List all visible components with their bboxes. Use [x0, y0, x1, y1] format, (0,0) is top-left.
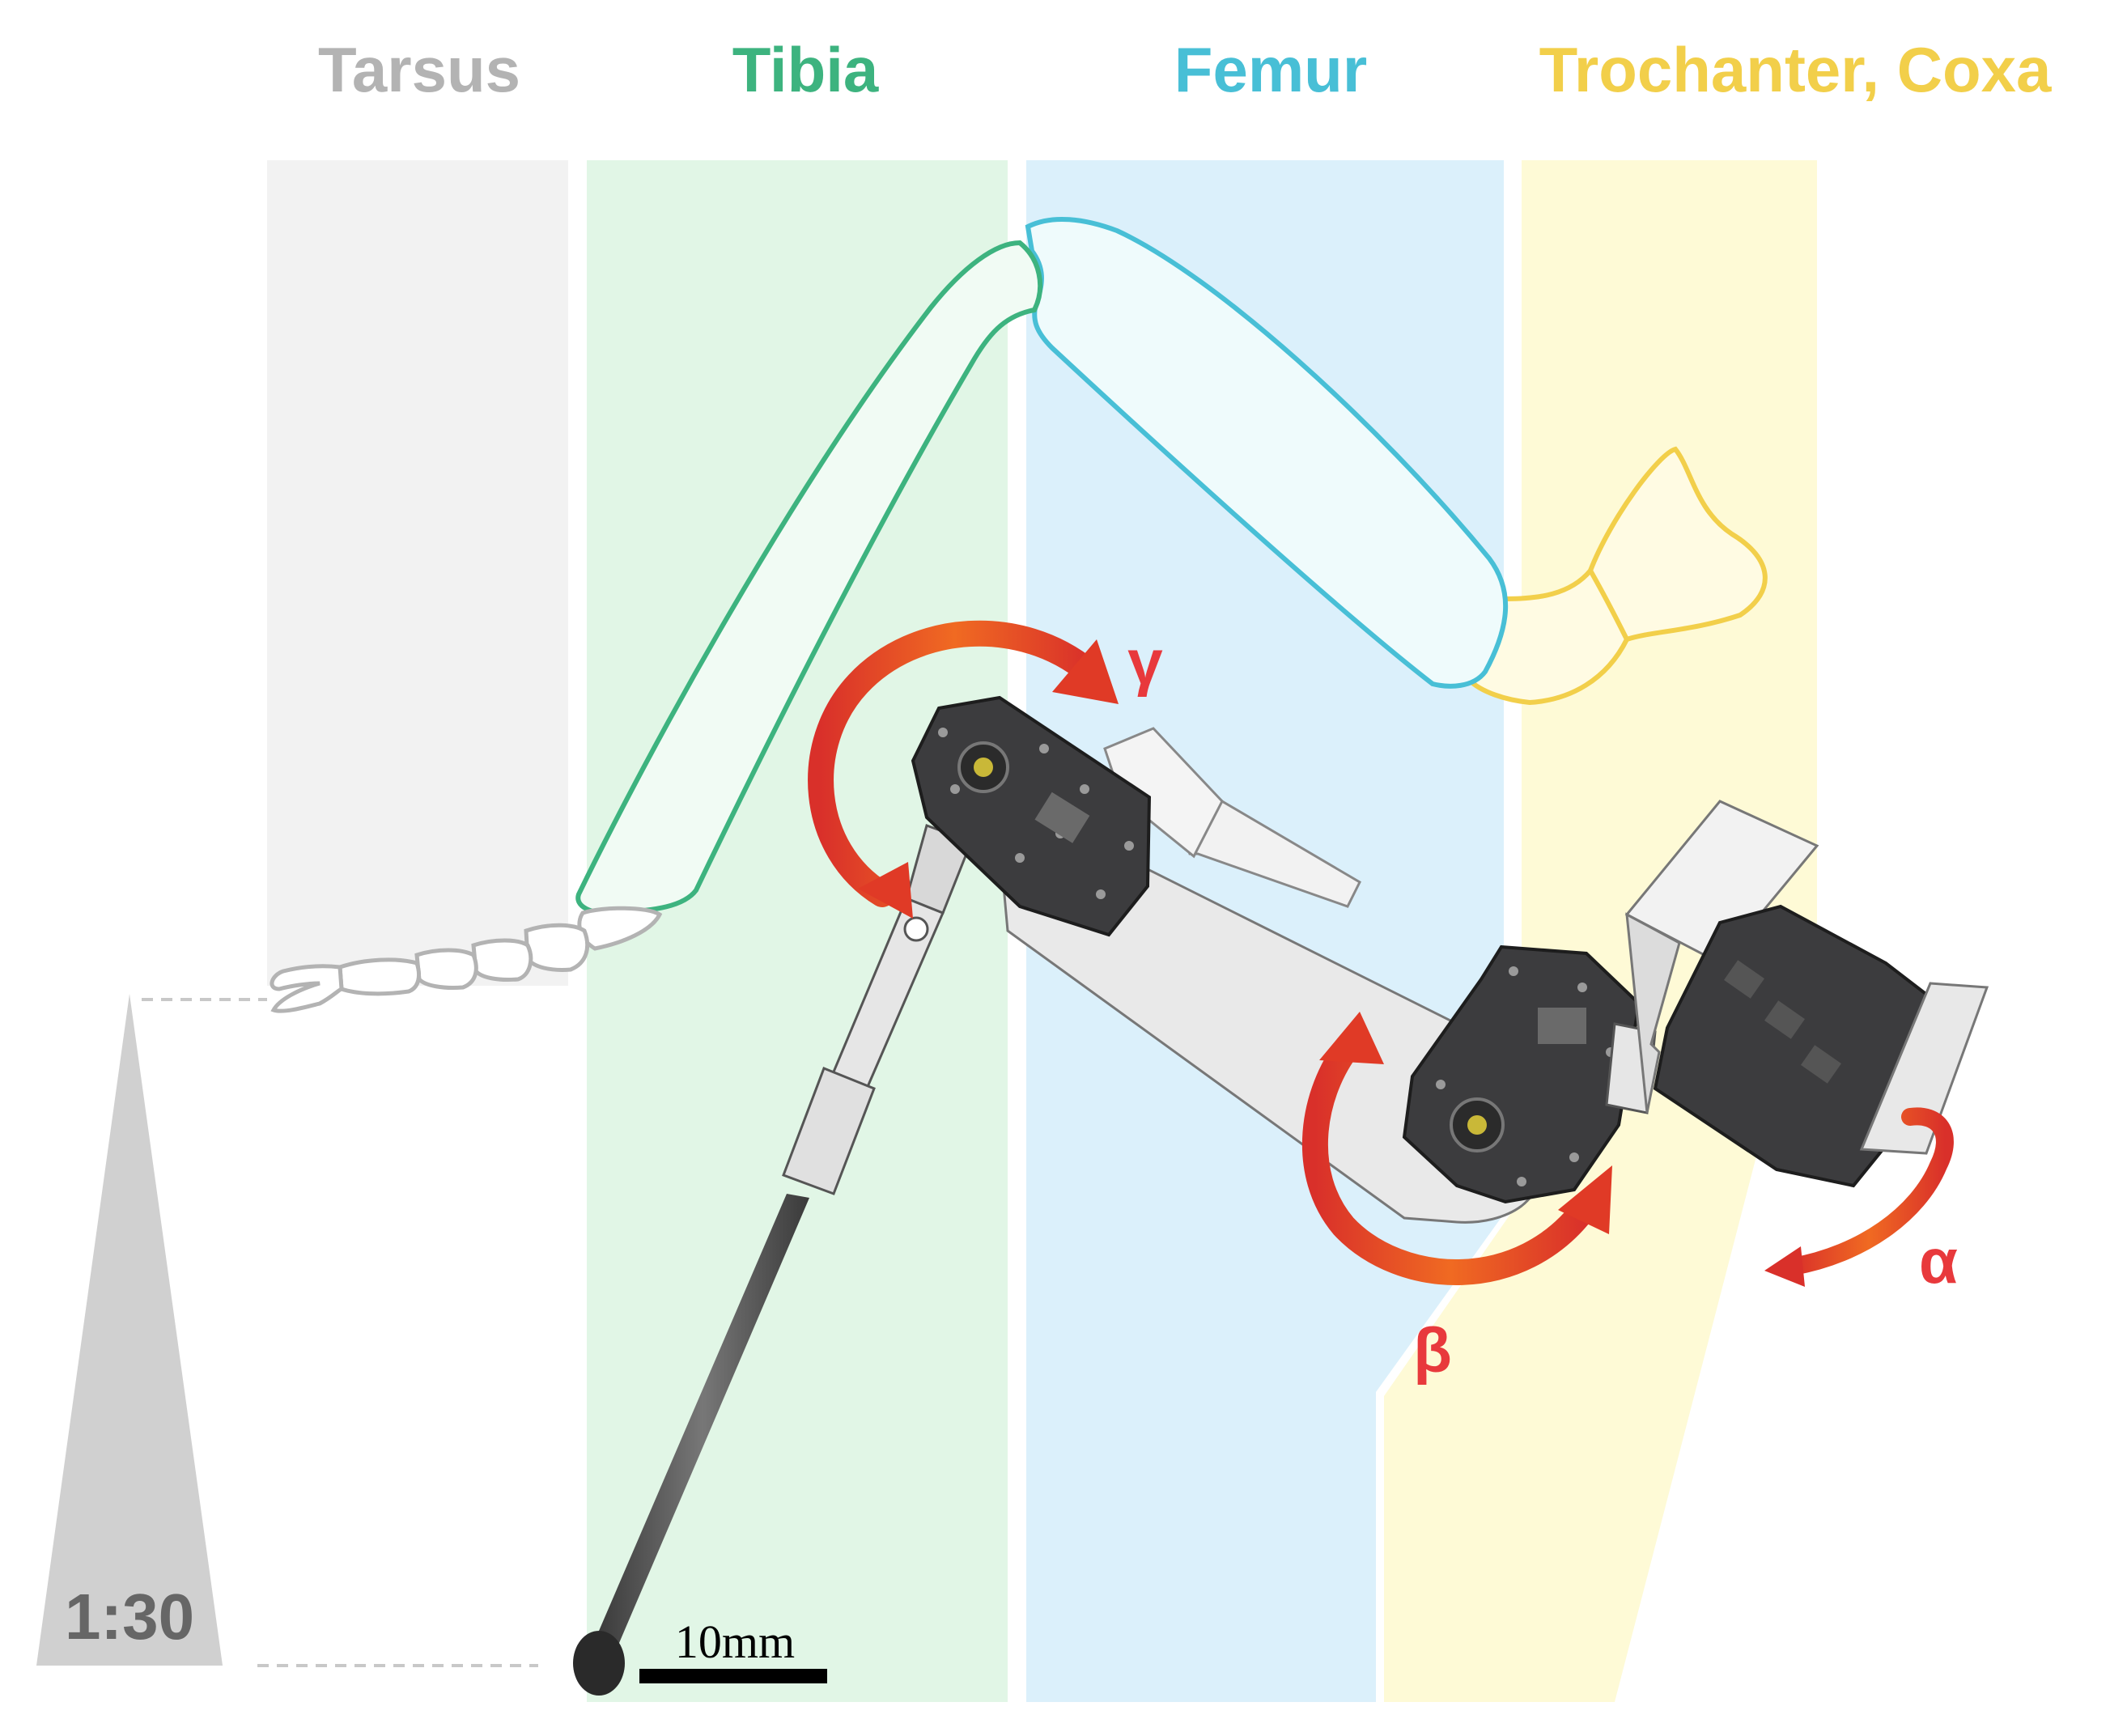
- alpha-arrow-head: [1764, 1246, 1805, 1287]
- beta-arrow-head-top: [1319, 1012, 1384, 1064]
- ratio-triangle: [36, 994, 223, 1666]
- title-tarsus: Tarsus: [318, 34, 520, 105]
- coxa-upper-block: [1624, 800, 1819, 965]
- gamma-label: γ: [1127, 626, 1163, 698]
- gamma-arrow-head-bottom: [858, 862, 913, 919]
- servo-beta-connector: [1538, 1008, 1586, 1044]
- alpha-label: α: [1919, 1225, 1958, 1297]
- insect-trochanter: [1466, 566, 1630, 706]
- beta-arrow-head-right: [1558, 1165, 1612, 1234]
- servo-gamma-axle: [974, 758, 993, 777]
- insect-tibia: [575, 240, 1043, 916]
- servo-beta-axle: [1467, 1115, 1487, 1135]
- title-tibia: Tibia: [732, 34, 879, 105]
- insect-femur: [1025, 217, 1509, 689]
- robot-foot-tip: [573, 1631, 625, 1696]
- segment-titles: Tarsus Tibia Femur Trochanter, Coxa: [318, 34, 2052, 105]
- gamma-arrow-head-top: [1052, 639, 1119, 704]
- scale-bar-line: [639, 1669, 827, 1683]
- scale-bar: 10mm: [639, 1615, 827, 1683]
- title-femur: Femur: [1174, 34, 1367, 105]
- servo-gamma: [911, 695, 1152, 937]
- scale-ratio-indicator: 1:30: [36, 994, 538, 1667]
- servo-gamma-connector: [1034, 792, 1090, 843]
- coxa-side-plate: [1859, 982, 1989, 1155]
- beta-arrow-arc: [1302, 1031, 1599, 1285]
- insect-tarsus: [270, 906, 663, 1013]
- robot-tibia: [573, 824, 973, 1696]
- ratio-label: 1:30: [65, 1581, 194, 1653]
- coxa-vertical-plate: [1625, 912, 1681, 1114]
- robot-tibia-hole: [903, 916, 929, 942]
- tarsus-band: [267, 160, 568, 986]
- joint-arrows: γ β α: [808, 620, 1958, 1386]
- robot-tibia-rod: [596, 1194, 809, 1643]
- scale-bar-label: 10mm: [675, 1615, 795, 1668]
- beta-label: β: [1413, 1314, 1452, 1386]
- gamma-arrow-arc: [808, 620, 1102, 907]
- alpha-arrow-arc: [1784, 1107, 1954, 1275]
- robot-tibia-lower-bracket: [782, 1067, 876, 1195]
- insect-leg: [270, 217, 1768, 1013]
- title-trochanter-coxa: Trochanter, Coxa: [1539, 34, 2052, 105]
- servo-alpha: [1624, 800, 1989, 1188]
